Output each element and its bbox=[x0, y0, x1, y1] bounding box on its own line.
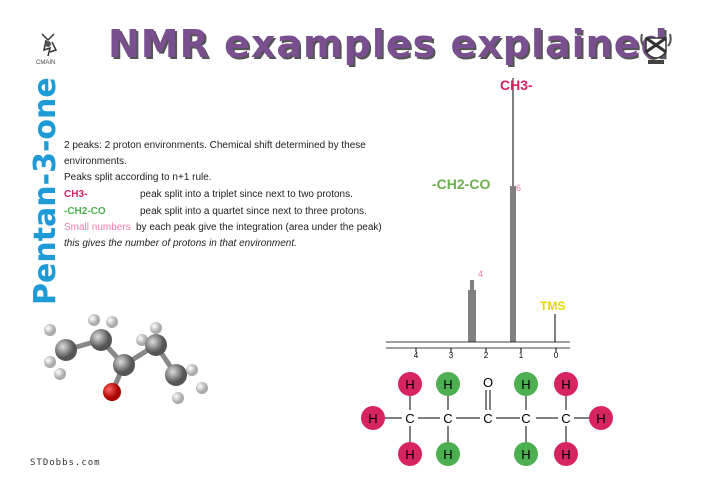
ch2-label: -CH2-CO bbox=[64, 206, 106, 217]
h-atom: H bbox=[561, 447, 570, 462]
tick-label: 3 bbox=[449, 351, 454, 360]
website-url: STDobbs.com bbox=[30, 458, 101, 468]
explanation-line-2: environments. bbox=[64, 156, 127, 167]
ball-and-stick-molecule-model bbox=[44, 314, 208, 404]
ch2-quartet-peak bbox=[468, 280, 476, 342]
h-atom: H bbox=[368, 411, 377, 426]
ch3-explanation: peak split into a triplet since next to … bbox=[140, 189, 353, 200]
school-crest-logo bbox=[41, 33, 58, 57]
tick-label: 2 bbox=[484, 351, 489, 360]
ch3-label: CH3- bbox=[64, 189, 88, 200]
c-atom: C bbox=[443, 411, 452, 426]
explanation-line-1: 2 peaks: 2 proton environments. Chemical… bbox=[64, 140, 366, 151]
h-atom: H bbox=[596, 411, 605, 426]
explanation-line-3: Peaks split according to n+1 rule. bbox=[64, 172, 212, 183]
compound-name: Pentan-3-one bbox=[28, 77, 63, 305]
nmr-spectrum: 4 3 2 1 0 4 6 -CH2-CO CH3- TMS bbox=[386, 77, 570, 360]
small-numbers-label: Small numbers bbox=[64, 222, 131, 233]
c-atom: C bbox=[561, 411, 570, 426]
tms-peak-label: TMS bbox=[540, 299, 565, 313]
h-atom: H bbox=[443, 447, 452, 462]
h-atom: H bbox=[521, 377, 530, 392]
ch3-triplet-peak bbox=[510, 78, 516, 342]
page-title: NMR examples explained bbox=[108, 22, 669, 66]
tick-label: 0 bbox=[554, 351, 559, 360]
h-atom: H bbox=[443, 377, 452, 392]
ch2-peak-label: -CH2-CO bbox=[432, 176, 490, 192]
h-atom: H bbox=[405, 377, 414, 392]
ch2-integration: 4 bbox=[478, 269, 483, 279]
c-atom: C bbox=[521, 411, 530, 426]
ch2-explanation: peak split into a quartet since next to … bbox=[140, 206, 367, 217]
h-atom: H bbox=[405, 447, 414, 462]
ch3-integration: 6 bbox=[516, 183, 521, 193]
structural-formula: H H O H H H C C C C C H H H H H bbox=[361, 372, 613, 466]
c-atom: C bbox=[405, 411, 414, 426]
coat-of-arms-icon bbox=[640, 33, 672, 64]
h-atom: H bbox=[561, 377, 570, 392]
integration-note: this gives the number of protons in that… bbox=[64, 238, 297, 249]
o-atom: O bbox=[483, 375, 493, 390]
tick-label: 4 bbox=[414, 351, 419, 360]
small-numbers-explanation: by each peak give the integration (area … bbox=[136, 222, 382, 233]
tick-label: 1 bbox=[519, 351, 524, 360]
logo-caption: CMAIN bbox=[36, 60, 56, 66]
h-atom: H bbox=[521, 447, 530, 462]
ch3-peak-label: CH3- bbox=[500, 77, 533, 93]
c-atom: C bbox=[483, 411, 492, 426]
